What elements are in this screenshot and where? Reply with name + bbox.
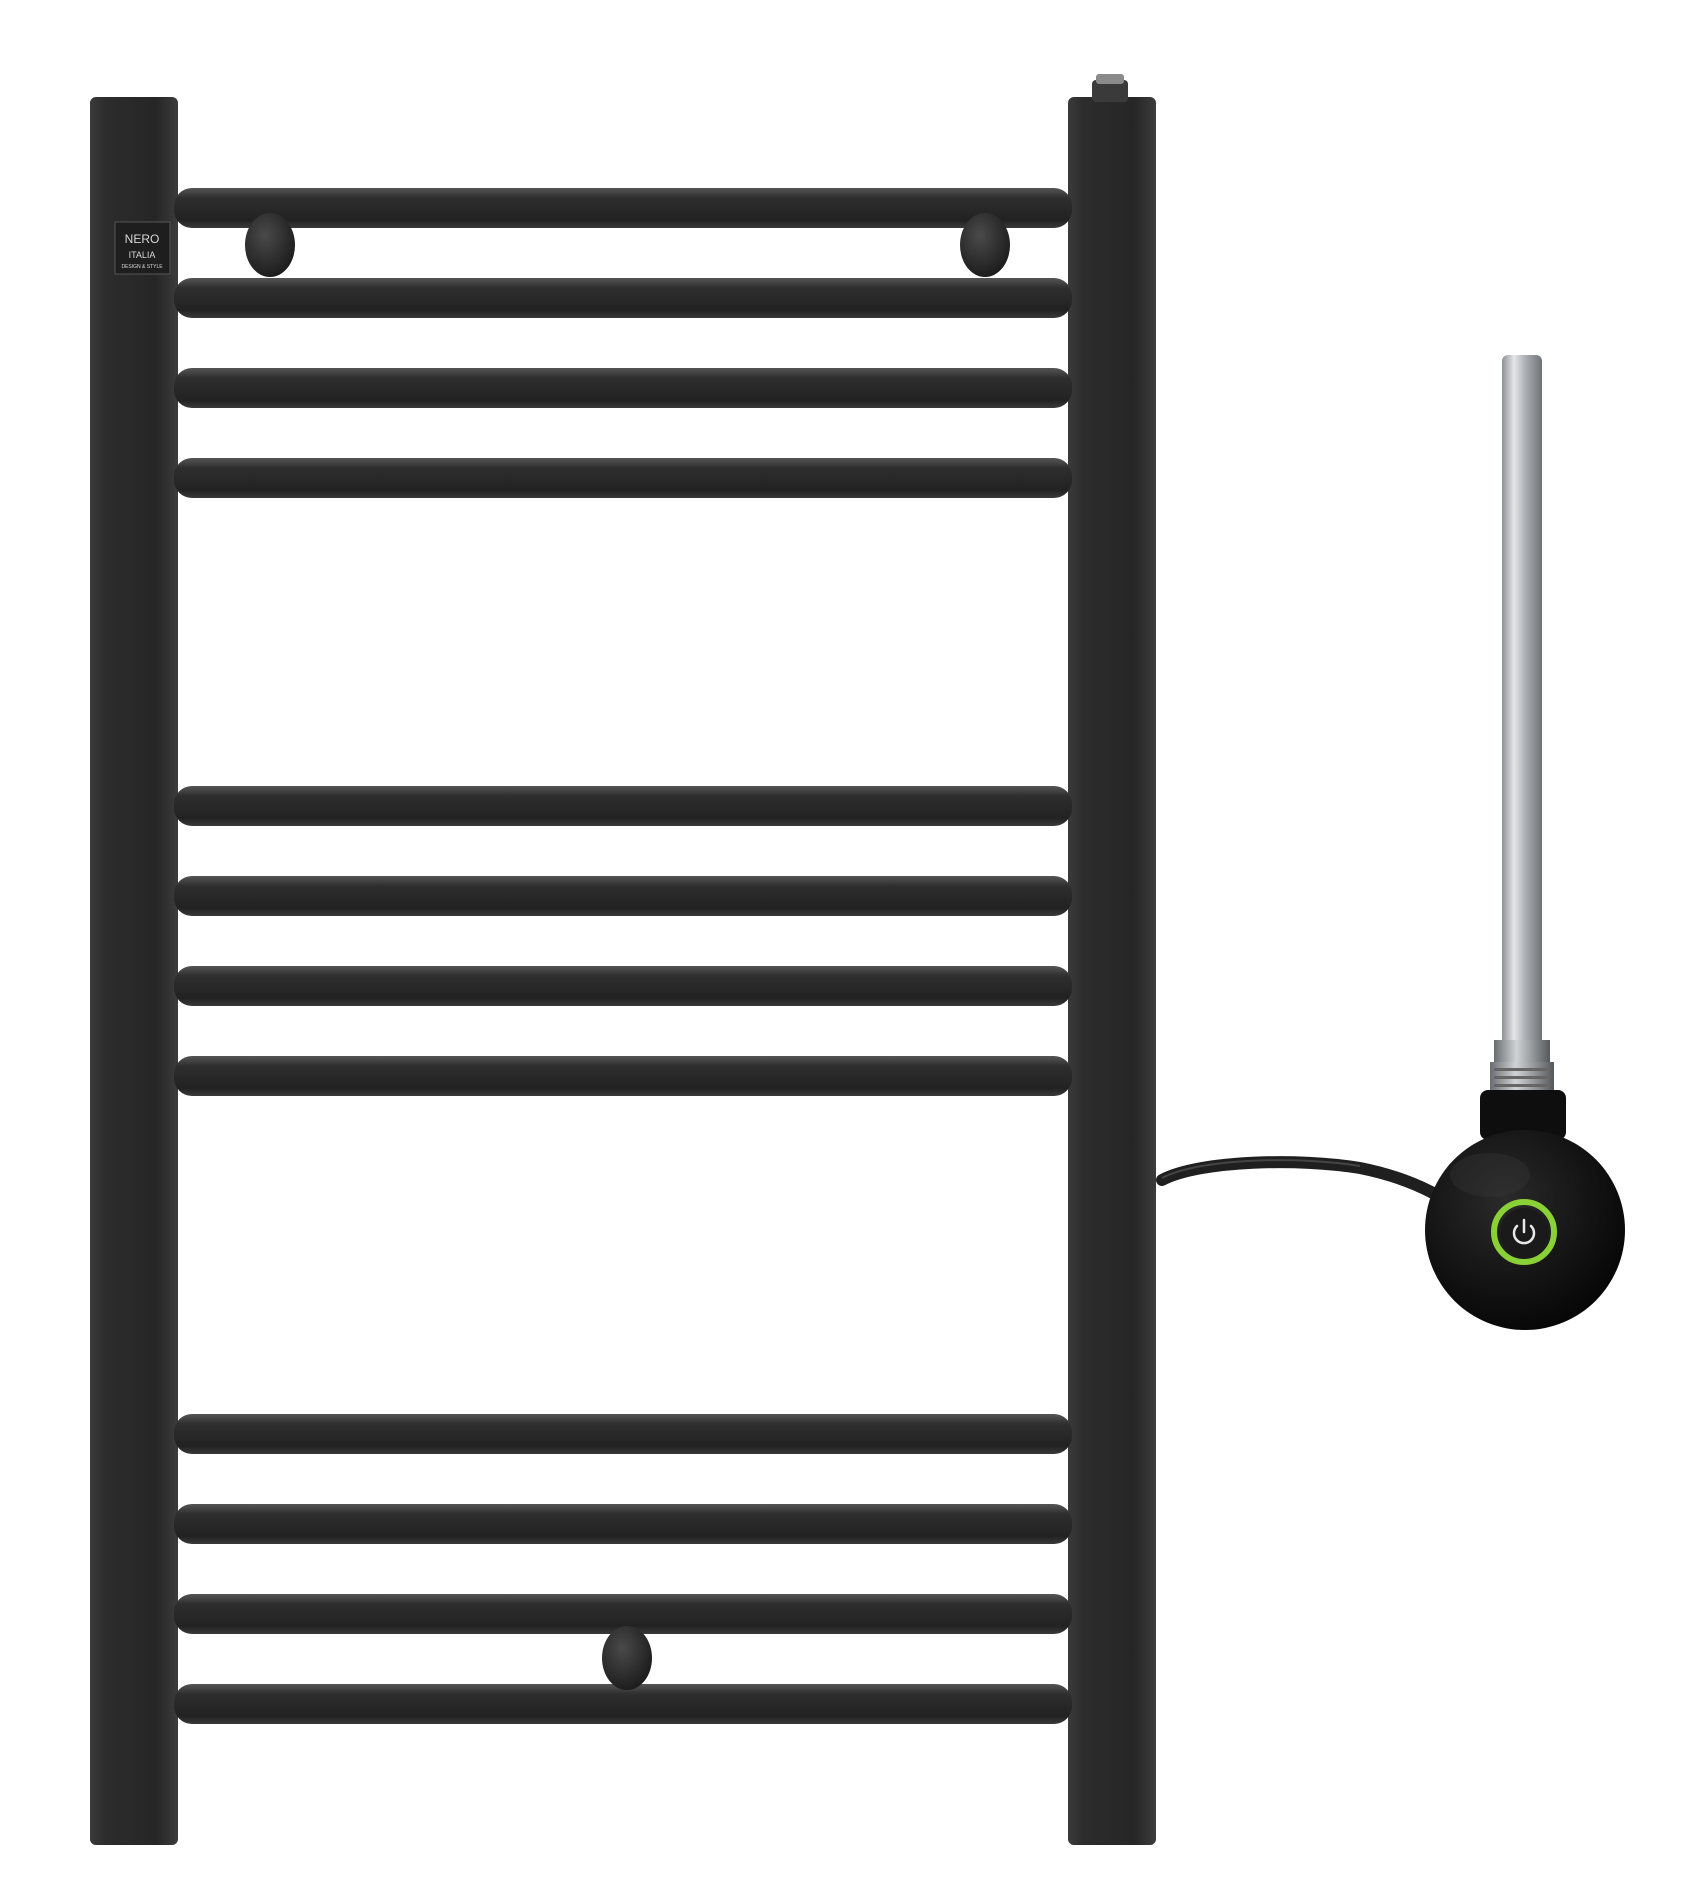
power-icon: [1512, 1218, 1536, 1245]
wall-bracket: [602, 1626, 652, 1690]
right-side-rail: [1068, 97, 1156, 1845]
brand-tagline: DESIGN & STYLE: [121, 264, 163, 270]
horizontal-bar: [174, 1594, 1072, 1634]
horizontal-bar: [174, 1414, 1072, 1454]
threaded-connector: [1490, 1040, 1554, 1092]
power-cable: [1156, 1156, 1466, 1216]
wall-bracket: [960, 213, 1010, 277]
horizontal-bar: [174, 966, 1072, 1006]
horizontal-bar: [174, 188, 1072, 228]
horizontal-bar: [174, 1684, 1072, 1724]
brand-sub: ITALIA: [129, 250, 156, 260]
brand-name: NERO: [125, 232, 160, 246]
horizontal-bar: [174, 1056, 1072, 1096]
heating-rod: [1502, 355, 1542, 1045]
electric-heating-element: [1156, 355, 1625, 1330]
towel-radiator: NERO ITALIA DESIGN & STYLE: [90, 74, 1156, 1845]
brand-logo: NERO ITALIA DESIGN & STYLE: [114, 221, 171, 275]
horizontal-bar: [174, 368, 1072, 408]
top-vent-valve: [1092, 74, 1128, 102]
wall-bracket: [245, 213, 295, 277]
power-button[interactable]: [1491, 1199, 1557, 1265]
horizontal-bar: [174, 458, 1072, 498]
left-side-rail: [90, 97, 178, 1845]
horizontal-bar: [174, 876, 1072, 916]
horizontal-bar: [174, 1504, 1072, 1544]
horizontal-bar: [174, 278, 1072, 318]
horizontal-bar: [174, 786, 1072, 826]
